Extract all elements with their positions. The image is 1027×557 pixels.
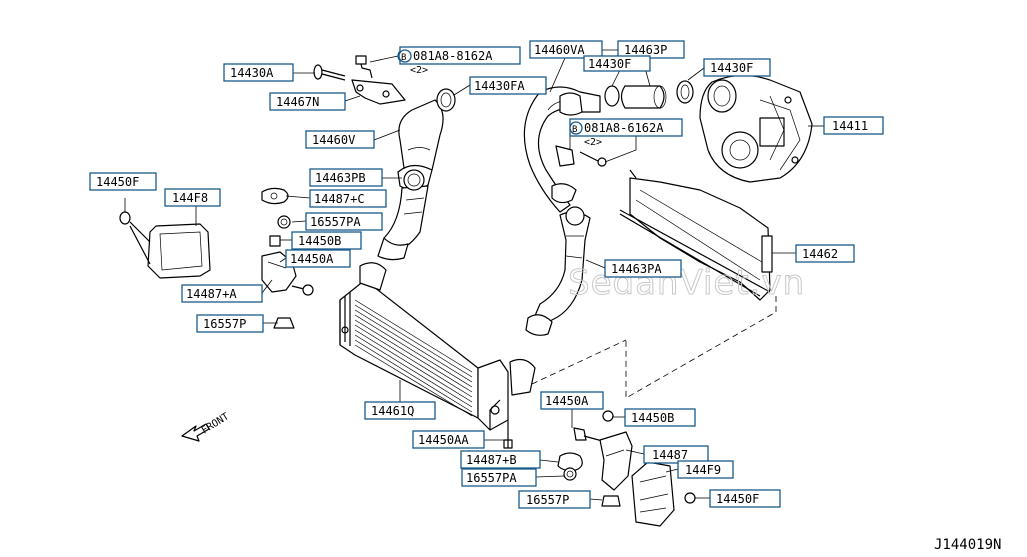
callout-14463PB[interactable]: 14463PB — [309, 168, 383, 187]
callout-14460V[interactable]: 14460V — [305, 130, 375, 149]
callout-14450A-upper[interactable]: 14450A — [285, 249, 351, 268]
callout-16557PA-upper[interactable]: 16557PA — [305, 212, 383, 231]
watermark-text: SedanViet.vn — [568, 263, 805, 303]
svg-text:14430F: 14430F — [710, 61, 753, 75]
svg-text:16557P: 16557P — [526, 493, 569, 507]
svg-text:<2>: <2> — [584, 137, 602, 148]
hose-14463PA — [525, 206, 591, 336]
callout-16557P-lower[interactable]: 16557P — [518, 490, 591, 509]
svg-text:14430A: 14430A — [230, 66, 274, 80]
svg-text:14450B: 14450B — [298, 234, 341, 248]
leader-lines — [124, 49, 824, 501]
bolt-14430A — [313, 64, 346, 81]
svg-text:16557PA: 16557PA — [466, 471, 517, 485]
pipe-connector-14463P — [604, 80, 694, 109]
svg-text:14450F: 14450F — [96, 175, 139, 189]
svg-text:<2>: <2> — [410, 65, 428, 76]
callout-14450A-lower[interactable]: 14450A — [540, 391, 604, 410]
front-label: FRONT — [200, 411, 231, 436]
front-direction-indicator: FRONT — [181, 411, 231, 442]
callout-14461Q[interactable]: 14461Q — [364, 401, 436, 420]
callout-14450B-upper[interactable]: 14450B — [291, 231, 362, 250]
callout-16557PA-lower[interactable]: 16557PA — [461, 468, 537, 487]
svg-text:16557PA: 16557PA — [310, 215, 361, 229]
guide-seal-144F8 — [119, 211, 211, 279]
front-arrow-icon — [181, 423, 210, 442]
callout-144F8[interactable]: 144F8 — [164, 188, 221, 207]
callout-14450B-lower[interactable]: 14450B — [624, 408, 696, 427]
callout-14460VA[interactable]: 14460VA — [529, 40, 603, 59]
svg-text:14430FA: 14430FA — [474, 79, 525, 93]
callout-14462[interactable]: 14462 — [795, 244, 855, 263]
svg-text:14460VA: 14460VA — [534, 43, 585, 57]
callout-14430FA[interactable]: 14430FA — [469, 76, 547, 95]
turbocharger-14411 — [699, 74, 813, 183]
svg-text:14487+A: 14487+A — [186, 287, 237, 301]
svg-text:144F8: 144F8 — [172, 191, 208, 205]
svg-text:B: B — [401, 53, 406, 63]
callout-14430A[interactable]: 14430A — [223, 63, 294, 82]
intercooler-14461Q — [339, 262, 536, 431]
svg-text:14450B: 14450B — [631, 411, 674, 425]
svg-text:081A8-6162A: 081A8-6162A — [584, 121, 664, 135]
callout-081A8-6162A[interactable]: B 081A8-6162A <2> — [569, 118, 683, 148]
callout-14463P[interactable]: 14463P — [617, 40, 685, 59]
callout-16557P-upper[interactable]: 16557P — [196, 314, 264, 333]
svg-text:144F9: 144F9 — [685, 463, 721, 477]
callout-14450F-lower[interactable]: 14450F — [709, 489, 781, 508]
callout-14450F-left[interactable]: 14450F — [89, 172, 157, 191]
svg-text:14461Q: 14461Q — [371, 404, 414, 418]
callout-14430F-upper[interactable]: 14430F — [583, 55, 651, 72]
dashed-assembly-lines — [531, 296, 777, 399]
svg-text:14487+B: 14487+B — [466, 453, 517, 467]
svg-text:14411: 14411 — [832, 119, 868, 133]
callout-14430F-right[interactable]: 14430F — [703, 58, 771, 77]
svg-text:14487+C: 14487+C — [314, 192, 365, 206]
svg-text:14450A: 14450A — [290, 252, 334, 266]
svg-text:14463P: 14463P — [624, 43, 667, 57]
svg-text:14462: 14462 — [802, 247, 838, 261]
callout-14487A[interactable]: 14487+A — [181, 284, 263, 303]
svg-text:14463PA: 14463PA — [611, 262, 662, 276]
callout-14487[interactable]: 14487 — [643, 445, 709, 464]
callout-081A8-8162A[interactable]: B B 081A8-8162A <2> — [397, 46, 521, 76]
callout-14411[interactable]: 14411 — [823, 116, 884, 135]
callout-14487C[interactable]: 14487+C — [309, 189, 387, 208]
callout-144F9[interactable]: 144F9 — [677, 460, 734, 479]
svg-text:B: B — [572, 125, 577, 135]
svg-text:14450AA: 14450AA — [418, 433, 469, 447]
svg-text:14487: 14487 — [652, 448, 688, 462]
svg-text:14463PB: 14463PB — [315, 171, 366, 185]
svg-text:081A8-8162A: 081A8-8162A — [413, 49, 493, 63]
svg-text:14450F: 14450F — [716, 492, 759, 506]
bolt-081A8-6162A — [555, 145, 607, 167]
svg-text:16557P: 16557P — [203, 317, 246, 331]
svg-text:14450A: 14450A — [545, 394, 589, 408]
bracket-14467N — [351, 55, 406, 105]
air-guide-14462 — [619, 169, 773, 301]
svg-text:14467N: 14467N — [276, 95, 319, 109]
callout-14463PA[interactable]: 14463PA — [604, 259, 682, 278]
callout-14467N[interactable]: 14467N — [269, 92, 346, 111]
svg-text:14460V: 14460V — [312, 133, 355, 147]
callout-14487B[interactable]: 14487+B — [460, 450, 541, 469]
clamp-14430FA — [436, 88, 456, 112]
lower-bracket-assembly — [503, 410, 633, 507]
hose-14460V — [377, 99, 444, 261]
callout-14450AA[interactable]: 14450AA — [412, 430, 485, 449]
pipe-14460VA — [523, 86, 601, 213]
svg-text:14430F: 14430F — [588, 57, 631, 71]
drawing-code: J144019N — [934, 537, 1001, 553]
